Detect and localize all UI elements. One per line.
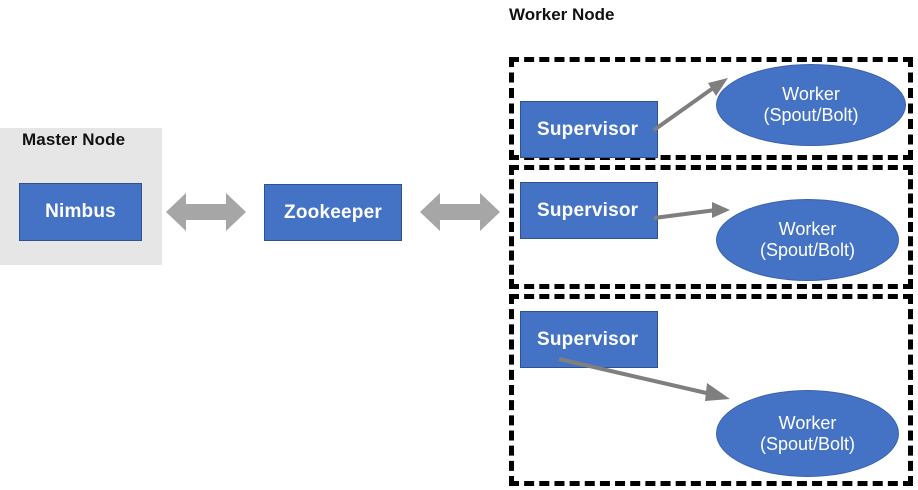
nimbus-zookeeper-arrow-icon bbox=[166, 191, 246, 233]
supervisor-node-2[interactable]: Supervisor bbox=[520, 182, 658, 239]
worker-process-3[interactable]: Worker (Spout/Bolt) bbox=[716, 390, 899, 477]
nimbus-node[interactable]: Nimbus bbox=[19, 183, 142, 241]
worker-process-2[interactable]: Worker (Spout/Bolt) bbox=[716, 199, 899, 281]
worker-label-line1: Worker bbox=[778, 412, 837, 433]
supervisor-node-1[interactable]: Supervisor bbox=[520, 101, 658, 158]
worker-node-title: Worker Node bbox=[509, 5, 615, 24]
worker-node-container-3 bbox=[509, 294, 913, 486]
worker-label-line2: (Spout/Bolt) bbox=[759, 240, 856, 260]
supervisor-node-3[interactable]: Supervisor bbox=[520, 311, 658, 368]
worker-process-1[interactable]: Worker (Spout/Bolt) bbox=[716, 64, 906, 146]
worker-label-line1: Worker bbox=[778, 219, 837, 240]
zookeeper-node[interactable]: Zookeeper bbox=[264, 184, 402, 241]
worker-label-line2: (Spout/Bolt) bbox=[763, 105, 859, 125]
zookeeper-worker-arrow-icon bbox=[420, 191, 500, 233]
worker-label-line2: (Spout/Bolt) bbox=[759, 433, 856, 454]
worker-node-container-2 bbox=[509, 165, 913, 289]
master-node-label: Master Node bbox=[22, 130, 126, 149]
worker-node-container-1 bbox=[509, 57, 913, 160]
worker-label-line1: Worker bbox=[782, 84, 840, 105]
